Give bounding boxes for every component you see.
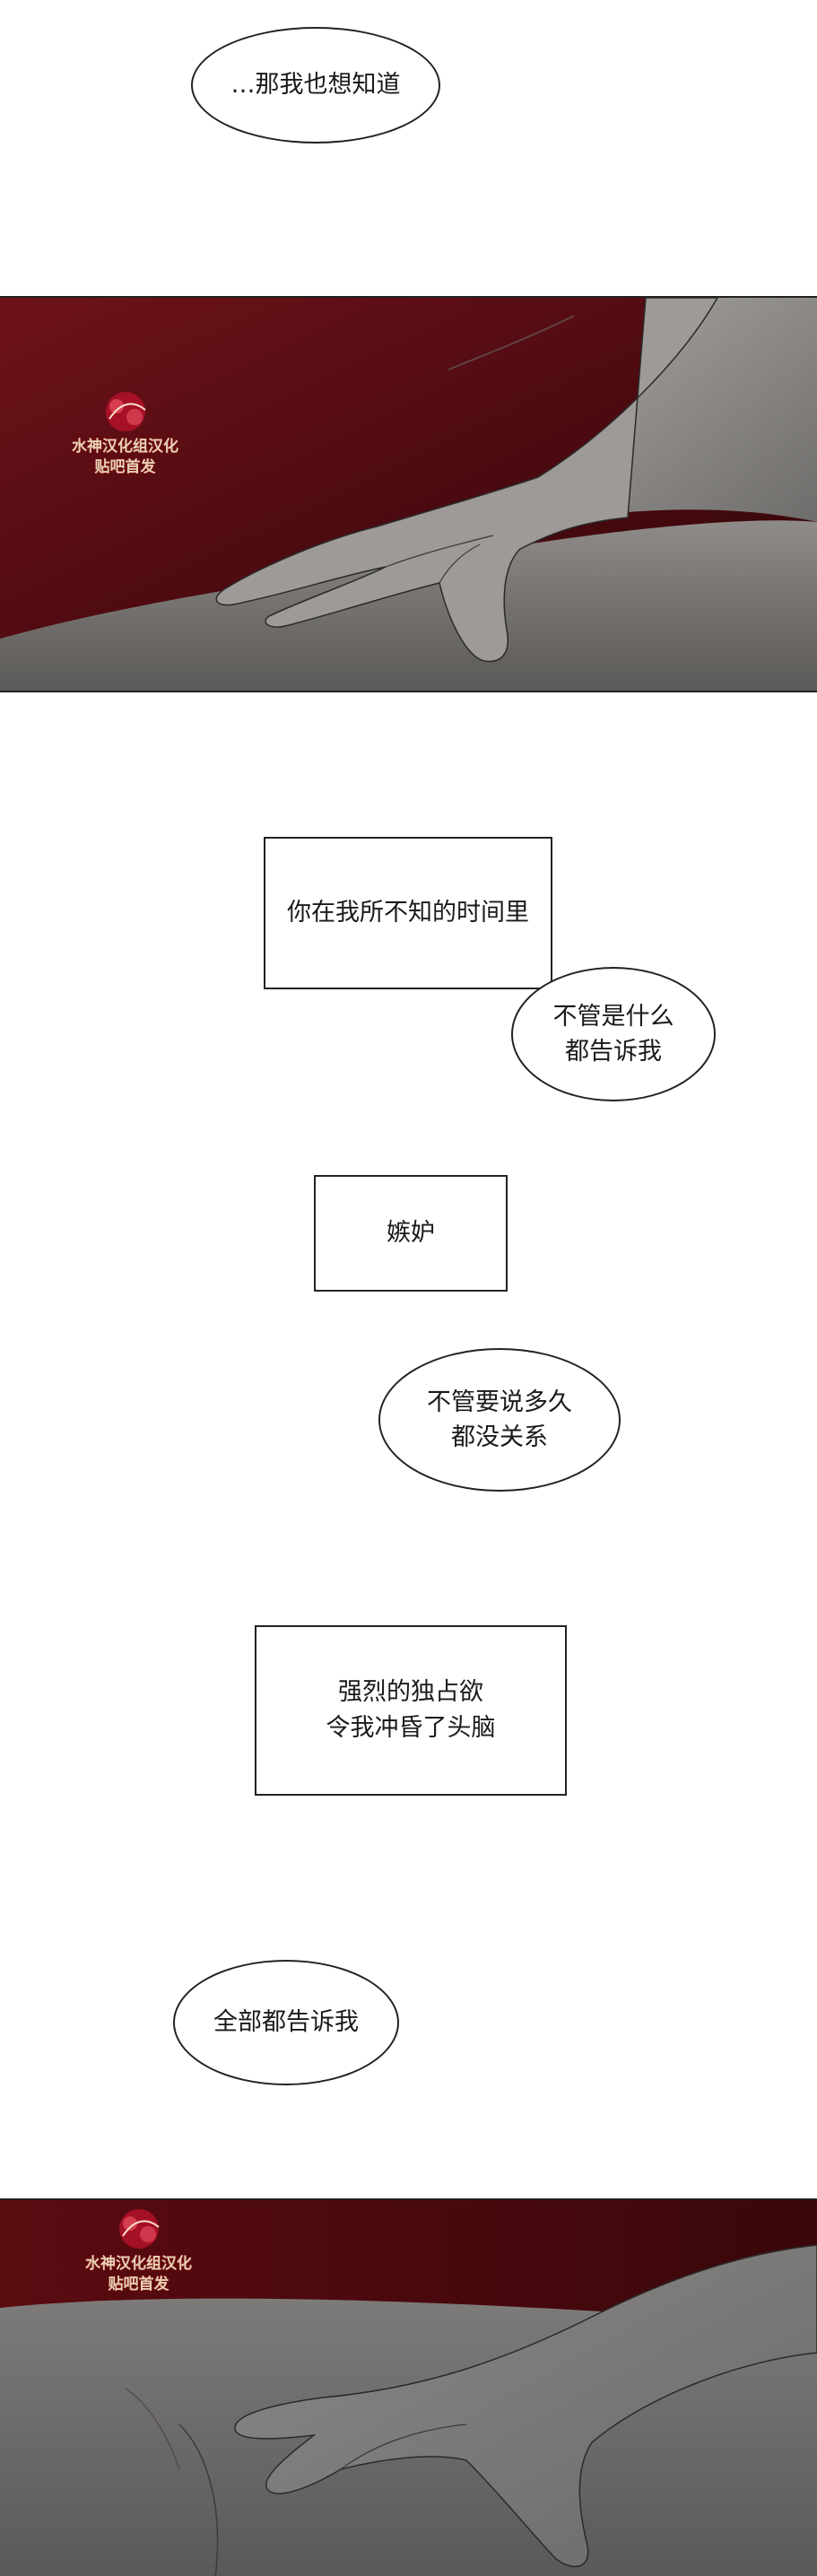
speech-bubble-tell-anything: 不管是什么 都告诉我 — [511, 967, 716, 1101]
watermark-line1: 水神汉化组汉化 — [72, 438, 178, 456]
panel-hand-2-art — [0, 2200, 817, 2576]
narration-text: 你在我所不知的时间里 — [287, 898, 529, 927]
watermark-line1: 水神汉化组汉化 — [85, 2255, 192, 2273]
speech-text: 不管要说多久 都没关系 — [427, 1388, 572, 1451]
speech-bubble-no-matter-long: 不管要说多久 都没关系 — [378, 1348, 621, 1492]
watermark-line2: 贴吧首发 — [94, 457, 156, 476]
narration-box-jealousy: 嫉妒 — [314, 1175, 508, 1292]
narration-box-time: 你在我所不知的时间里 — [264, 837, 552, 989]
panel-hand-1: 水神汉化组汉化 贴吧首发 — [0, 296, 817, 692]
seal-logo-icon — [103, 2200, 175, 2254]
speech-bubble-top: …那我也想知道 — [191, 27, 440, 144]
watermark-line2: 贴吧首发 — [108, 2275, 169, 2293]
seal-logo-icon — [90, 383, 161, 437]
narration-box-possessive: 强烈的独占欲 令我冲昏了头脑 — [255, 1625, 567, 1796]
speech-text: …那我也想知道 — [230, 71, 401, 100]
speech-bubble-tell-all: 全部都告诉我 — [173, 1960, 399, 2085]
speech-text: 全部都告诉我 — [213, 2008, 359, 2037]
panel-hand-1-art — [0, 298, 817, 691]
narration-text: 嫉妒 — [387, 1218, 435, 1247]
speech-text: 不管是什么 都告诉我 — [552, 1002, 674, 1066]
watermark: 水神汉化组汉化 贴吧首发 — [72, 383, 178, 478]
narration-text: 强烈的独占欲 令我冲昏了头脑 — [326, 1677, 496, 1743]
panel-hand-2: 水神汉化组汉化 贴吧首发 — [0, 2198, 817, 2576]
watermark: 水神汉化组汉化 贴吧首发 — [85, 2200, 192, 2295]
